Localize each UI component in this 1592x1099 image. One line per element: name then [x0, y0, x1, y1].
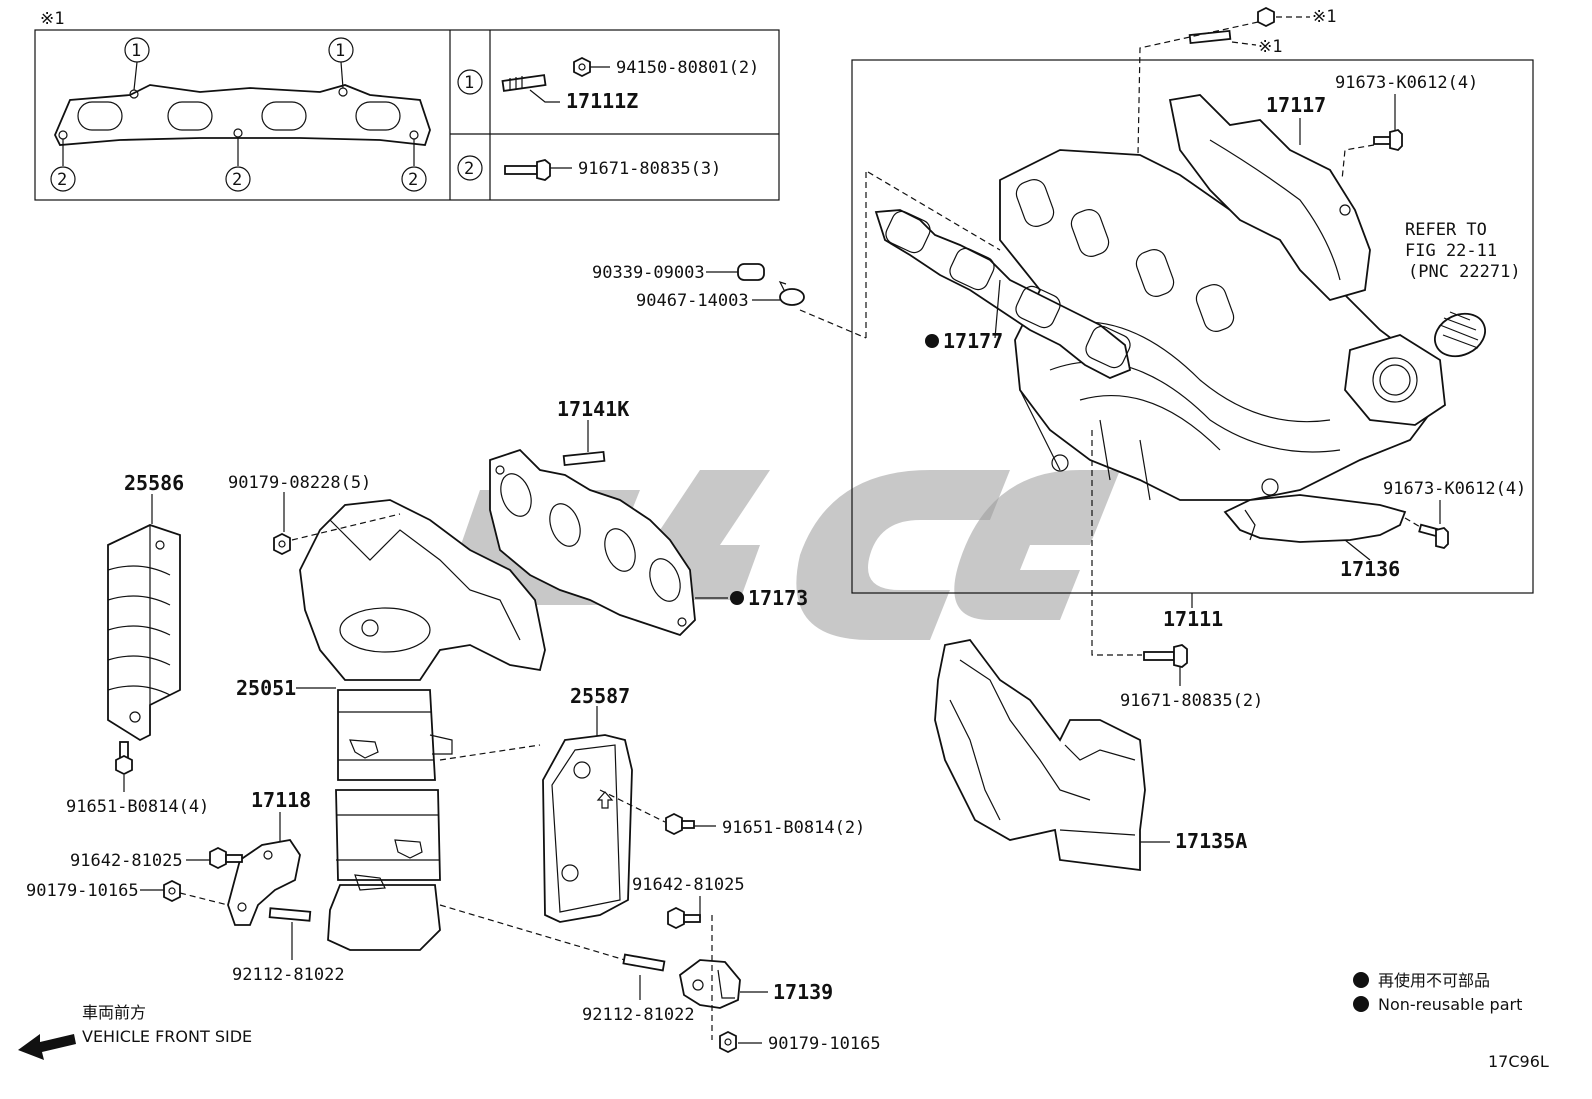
bolt-91642-right-icon [667, 906, 701, 930]
mark-top-2: ※1 [1258, 37, 1282, 57]
callout-1b: 1 [335, 41, 345, 61]
refer-line-3: (PNC 22271) [1408, 262, 1521, 282]
label-17135A: 17135A [1175, 829, 1247, 853]
callout-1a: 1 [131, 41, 141, 61]
heat-insulator-25587 [542, 734, 633, 923]
heat-insulator-25586 [107, 524, 181, 742]
inset-gasket: 1 1 2 2 2 [50, 37, 431, 192]
label-17173: 17173 [748, 586, 808, 610]
callout-circle-2a [50, 166, 76, 192]
bolt-91651-left-icon [115, 741, 133, 776]
exhaust-manifold-25051 [299, 499, 546, 951]
bracket-17118 [227, 839, 301, 926]
label-25586: 25586 [124, 471, 184, 495]
front-arrow-icon [18, 1034, 76, 1060]
top-stud-icon [1188, 29, 1232, 45]
top-nut-icon [1257, 6, 1275, 28]
callout-circle-2c [401, 166, 427, 192]
label-92112-right: 92112-81022 [582, 1005, 695, 1025]
legend: 再使用不可部品 Non-reusable part [1353, 971, 1522, 1014]
label-91642-right: 91642-81025 [632, 875, 745, 895]
label-90467: 90467-14003 [636, 291, 749, 311]
label-90339: 90339-09003 [592, 263, 705, 283]
label-17141K: 17141K [557, 397, 629, 421]
throttle-gasket-icon [1434, 311, 1486, 358]
bracket-17136 [1223, 494, 1407, 543]
front-en: VEHICLE FRONT SIDE [82, 1027, 252, 1046]
row2-circle: 2 [464, 159, 474, 179]
row2-bolt-label: 91671-80835(3) [578, 159, 721, 179]
callout-circle-1a [124, 37, 150, 63]
exhaust-gasket-17173 [489, 448, 696, 637]
label-90179-08228: 90179-08228(5) [228, 473, 371, 493]
bolt-91651-right-icon [665, 812, 695, 836]
intake-manifold [999, 149, 1446, 501]
label-91651-left: 91651-B0814(4) [66, 797, 209, 817]
bolt-91671-bottom-icon [1143, 644, 1188, 668]
inset-header: ※1 [40, 9, 64, 29]
mark-top-1: ※1 [1312, 7, 1336, 27]
bolt-91673-bottom-icon [1418, 523, 1449, 549]
label-17117: 17117 [1266, 93, 1326, 117]
nonreusable-dot-17177 [925, 334, 939, 348]
stud-92112-left-icon [268, 907, 312, 922]
bracket-17139 [679, 959, 741, 1009]
intake-gasket [874, 209, 1132, 379]
vehicle-front-indicator: 車両前方 VEHICLE FRONT SIDE [18, 1003, 252, 1060]
diagram-code: 17C96L [1488, 1052, 1549, 1071]
nut-icon [573, 56, 591, 78]
label-25587: 25587 [570, 684, 630, 708]
nonreusable-dot-17173 [730, 591, 744, 605]
label-17118: 17118 [251, 788, 311, 812]
manifold-cover [1168, 94, 1371, 302]
label-90179-right: 90179-10165 [768, 1034, 881, 1054]
bolt-icon [504, 159, 551, 181]
hose-icon [737, 263, 765, 281]
refer-line-2: FIG 22-11 [1405, 241, 1497, 261]
stud-icon [501, 74, 547, 92]
label-17111: 17111 [1163, 607, 1223, 631]
stud-17141K-icon [562, 450, 606, 467]
row1-nut-label: 94150-80801(2) [616, 58, 759, 78]
stud-92112-right-icon [622, 953, 666, 972]
row1-stud-label: 17111Z [566, 89, 638, 113]
legend-jp: 再使用不可部品 [1378, 971, 1490, 990]
callout-circle-1b [328, 37, 354, 63]
callout-2b: 2 [232, 170, 242, 190]
label-91673-top: 91673-K0612(4) [1335, 73, 1478, 93]
legend-dot-jp [1353, 972, 1369, 988]
row1-circle: 1 [464, 73, 474, 93]
label-25051: 25051 [236, 676, 296, 700]
label-91651-right: 91651-B0814(2) [722, 818, 865, 838]
nut-90179-right-icon [719, 1030, 737, 1054]
bolt-91673-top-icon [1373, 129, 1403, 151]
nut-90179-left-icon [163, 879, 181, 903]
legend-dot-en [1353, 996, 1369, 1012]
label-17139: 17139 [773, 980, 833, 1004]
label-17136: 17136 [1340, 557, 1400, 581]
nut-90179-08228-icon [273, 532, 291, 556]
clamp-icon [778, 280, 805, 306]
callout-2c: 2 [408, 170, 418, 190]
inset-frame [34, 29, 780, 201]
label-91673-bottom: 91673-K0612(4) [1383, 479, 1526, 499]
callout-2a: 2 [57, 170, 67, 190]
label-90179-left: 90179-10165 [26, 881, 139, 901]
bolt-91642-left-icon [209, 846, 243, 870]
heat-insulator-17135A [934, 639, 1146, 872]
label-17177: 17177 [943, 329, 1003, 353]
callout-circle-2b [225, 166, 251, 192]
front-jp: 車両前方 [82, 1003, 146, 1022]
legend-en: Non-reusable part [1378, 995, 1522, 1014]
refer-line-1: REFER TO [1405, 220, 1487, 240]
label-92112-left: 92112-81022 [232, 965, 345, 985]
label-91671-bottom: 91671-80835(2) [1120, 691, 1263, 711]
label-91642-left: 91642-81025 [70, 851, 183, 871]
inset-table: ※1 1 1 2 2 [34, 9, 780, 201]
